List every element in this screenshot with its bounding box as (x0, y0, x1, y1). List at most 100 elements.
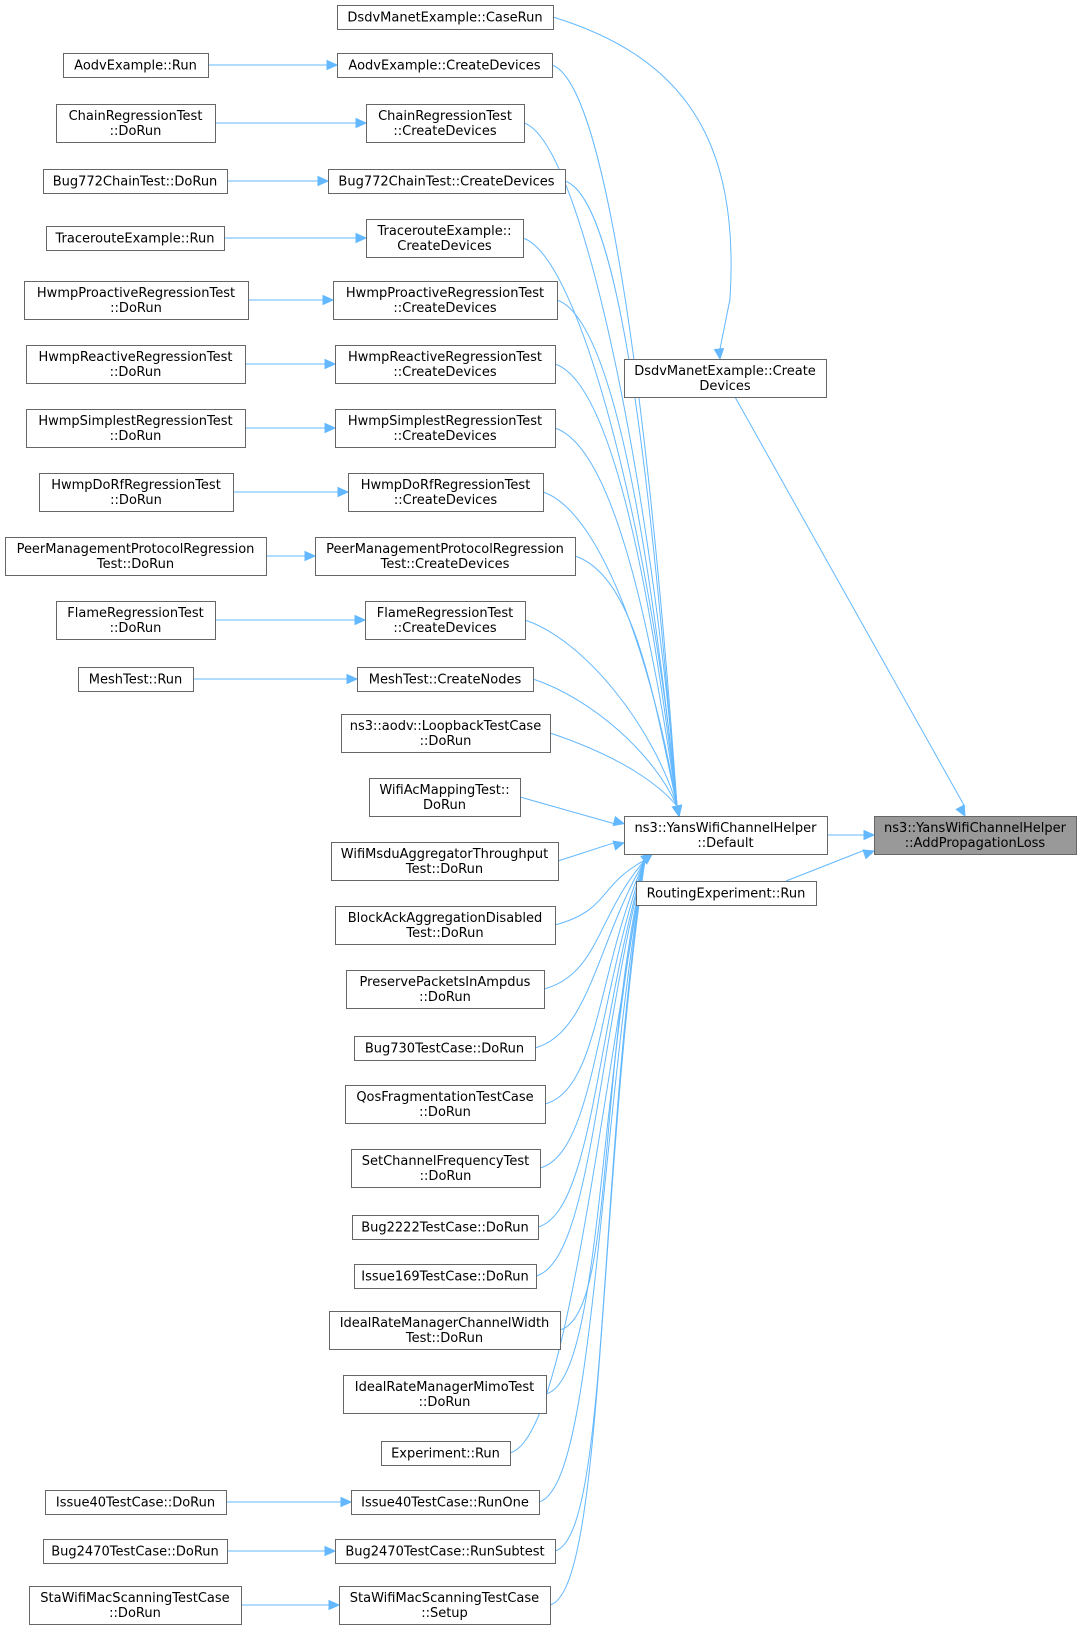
node-box (78, 667, 194, 692)
node-label: QosFragmentationTestCase (356, 1090, 533, 1105)
node-hwmpSimCreate[interactable]: HwmpSimplestRegressionTest::CreateDevice… (335, 409, 556, 448)
node-box (339, 1586, 551, 1625)
node-idealMimo[interactable]: IdealRateManagerMimoTest::DoRun (343, 1375, 547, 1414)
node-default[interactable]: ns3::YansWifiChannelHelper::Default (624, 816, 828, 855)
node-label: ::DoRun (420, 734, 472, 749)
node-qosFrag[interactable]: QosFragmentationTestCase::DoRun (345, 1085, 546, 1124)
edge-dsdvCreate-target (734, 396, 966, 818)
node-label: PeerManagementProtocolRegression (326, 542, 564, 557)
node-label: Bug730TestCase::DoRun (365, 1042, 524, 1057)
node-box (337, 53, 553, 78)
node-chainCreate[interactable]: ChainRegressionTest::CreateDevices (366, 104, 525, 143)
node-hwmpReRun[interactable]: HwmpReactiveRegressionTest::DoRun (26, 345, 246, 384)
node-box (333, 281, 558, 320)
node-target[interactable]: ns3::YansWifiChannelHelper::AddPropagati… (874, 816, 1077, 855)
node-label: ChainRegressionTest (378, 109, 512, 124)
node-flameCreate[interactable]: FlameRegressionTest::CreateDevices (365, 601, 526, 640)
node-staSetup[interactable]: StaWifiMacScanningTestCase::Setup (339, 1586, 551, 1625)
node-box (366, 219, 524, 258)
node-label: Experiment::Run (391, 1447, 500, 1462)
node-bug730[interactable]: Bug730TestCase::DoRun (354, 1036, 536, 1061)
node-hwmpDoRfCreate[interactable]: HwmpDoRfRegressionTest::CreateDevices (348, 473, 544, 512)
node-box (348, 473, 544, 512)
node-label: Test::CreateDevices (380, 557, 510, 572)
node-aodvRun[interactable]: AodvExample::Run (63, 53, 209, 78)
node-bug2470Sub[interactable]: Bug2470TestCase::RunSubtest (335, 1539, 556, 1564)
node-label: Issue40TestCase::DoRun (56, 1496, 215, 1511)
node-box (56, 104, 216, 143)
node-meshCreate[interactable]: MeshTest::CreateNodes (357, 667, 534, 692)
node-box (345, 1085, 546, 1124)
node-label: StaWifiMacScanningTestCase (40, 1591, 229, 1606)
edge-meshRun-meshCreate (193, 673, 359, 685)
edge-hwmpSimRun-hwmpSimCreate (245, 422, 337, 434)
node-label: BlockAckAggregationDisabled (348, 911, 543, 926)
node-label: Bug2222TestCase::DoRun (361, 1221, 529, 1236)
node-label: DoRun (423, 798, 466, 813)
node-label: SetChannelFrequencyTest (362, 1154, 529, 1169)
node-box (46, 226, 225, 251)
node-box (335, 345, 556, 384)
node-flameRun[interactable]: FlameRegressionTest::DoRun (56, 601, 216, 640)
node-hwmpProRun[interactable]: HwmpProactiveRegressionTest::DoRun (24, 281, 249, 320)
node-label: ns3::aodv::LoopbackTestCase (350, 719, 541, 734)
node-bug2470DoRun[interactable]: Bug2470TestCase::DoRun (43, 1539, 228, 1564)
node-aodvLoop[interactable]: ns3::aodv::LoopbackTestCase::DoRun (341, 714, 551, 753)
edge-issue40DoRun-issue40RunOne (226, 1496, 353, 1508)
node-box (352, 1215, 539, 1240)
edge-bug2470DoRun-bug2470Sub (227, 1545, 337, 1557)
node-label: HwmpProactiveRegressionTest (37, 286, 235, 301)
edge-default-target (827, 829, 876, 841)
node-hwmpReCreate[interactable]: HwmpReactiveRegressionTest::CreateDevice… (335, 345, 556, 384)
node-staDoRun[interactable]: StaWifiMacScanningTestCase::DoRun (29, 1586, 242, 1625)
node-label: ::AddPropagationLoss (905, 836, 1046, 851)
edge-hwmpDoRfRun-hwmpDoRfCreate (233, 486, 350, 498)
node-hwmpDoRfRun[interactable]: HwmpDoRfRegressionTest::DoRun (39, 473, 234, 512)
edge-peerRun-peerCreate (266, 550, 317, 562)
node-preserve[interactable]: PreservePacketsInAmpdus::DoRun (346, 970, 545, 1009)
node-issue169[interactable]: Issue169TestCase::DoRun (354, 1264, 537, 1289)
node-routingRun[interactable]: RoutingExperiment::Run (636, 881, 817, 906)
node-issue40DoRun[interactable]: Issue40TestCase::DoRun (45, 1490, 227, 1515)
node-layer: ns3::YansWifiChannelHelper::AddPropagati… (5, 5, 1077, 1625)
node-experiment[interactable]: Experiment::Run (381, 1441, 511, 1466)
node-chainRun[interactable]: ChainRegressionTest::DoRun (56, 104, 216, 143)
node-box (337, 5, 554, 30)
node-bug772Create[interactable]: Bug772ChainTest::CreateDevices (328, 169, 566, 194)
node-wifiAc[interactable]: WifiAcMappingTest::DoRun (369, 778, 521, 817)
node-bug772Run[interactable]: Bug772ChainTest::DoRun (43, 169, 228, 194)
node-traceRun[interactable]: TracerouteExample::Run (46, 226, 225, 251)
node-setChan[interactable]: SetChannelFrequencyTest::DoRun (351, 1149, 541, 1188)
node-bug2222[interactable]: Bug2222TestCase::DoRun (352, 1215, 539, 1240)
node-issue40RunOne[interactable]: Issue40TestCase::RunOne (351, 1490, 540, 1515)
node-box (366, 104, 525, 143)
node-label: Test::DoRun (96, 557, 174, 572)
node-label: CreateDevices (397, 239, 492, 254)
node-dsdvCreate[interactable]: DsdvManetExample::CreateDevices (624, 359, 827, 398)
node-box (331, 842, 559, 881)
node-label: IdealRateManagerChannelWidth (340, 1316, 550, 1331)
node-meshRun[interactable]: MeshTest::Run (78, 667, 194, 692)
node-label: ::CreateDevices (393, 301, 496, 316)
node-peerCreate[interactable]: PeerManagementProtocolRegressionTest::Cr… (315, 537, 576, 576)
node-box (328, 169, 566, 194)
node-label: MeshTest::Run (89, 673, 183, 688)
node-box (63, 53, 209, 78)
node-aodvCreate[interactable]: AodvExample::CreateDevices (337, 53, 553, 78)
node-box (335, 409, 556, 448)
node-box (624, 816, 828, 855)
node-hwmpProCreate[interactable]: HwmpProactiveRegressionTest::CreateDevic… (333, 281, 558, 320)
node-label: WifiMsduAggregatorThroughput (341, 847, 548, 862)
node-traceCreate[interactable]: TracerouteExample::CreateDevices (366, 219, 524, 258)
node-label: ns3::YansWifiChannelHelper (884, 821, 1067, 836)
node-hwmpSimRun[interactable]: HwmpSimplestRegressionTest::DoRun (26, 409, 246, 448)
node-label: PreservePacketsInAmpdus (360, 975, 531, 990)
node-label: ::DoRun (110, 301, 162, 316)
node-label: HwmpSimplestRegressionTest (38, 414, 232, 429)
node-dsdvCaseRun[interactable]: DsdvManetExample::CaseRun (337, 5, 554, 30)
node-peerRun[interactable]: PeerManagementProtocolRegressionTest::Do… (5, 537, 267, 576)
